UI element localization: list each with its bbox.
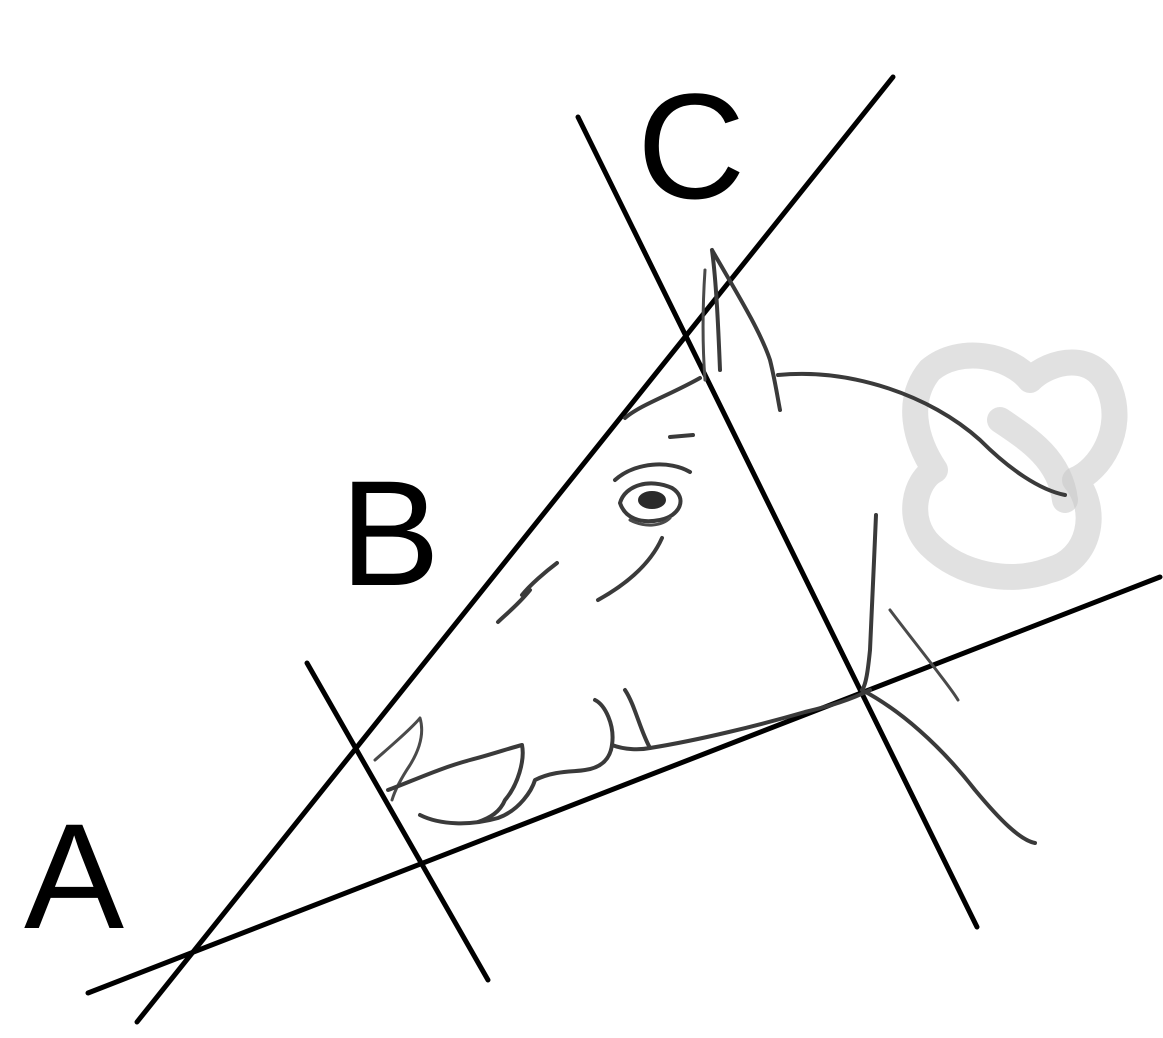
line-c-perpendicular [575, 114, 980, 930]
faint-background-scribble [902, 342, 1128, 590]
construction-lines [85, 74, 1163, 1025]
point-a-label: A [24, 792, 124, 960]
point-c-label: C [637, 62, 745, 230]
line-a-base [85, 574, 1163, 996]
eye-pupil [638, 491, 666, 509]
horse-head-sketch [373, 248, 1067, 845]
line-b-perpendicular [304, 660, 491, 983]
point-b-label: B [340, 449, 440, 617]
line-a-c [134, 74, 896, 1025]
